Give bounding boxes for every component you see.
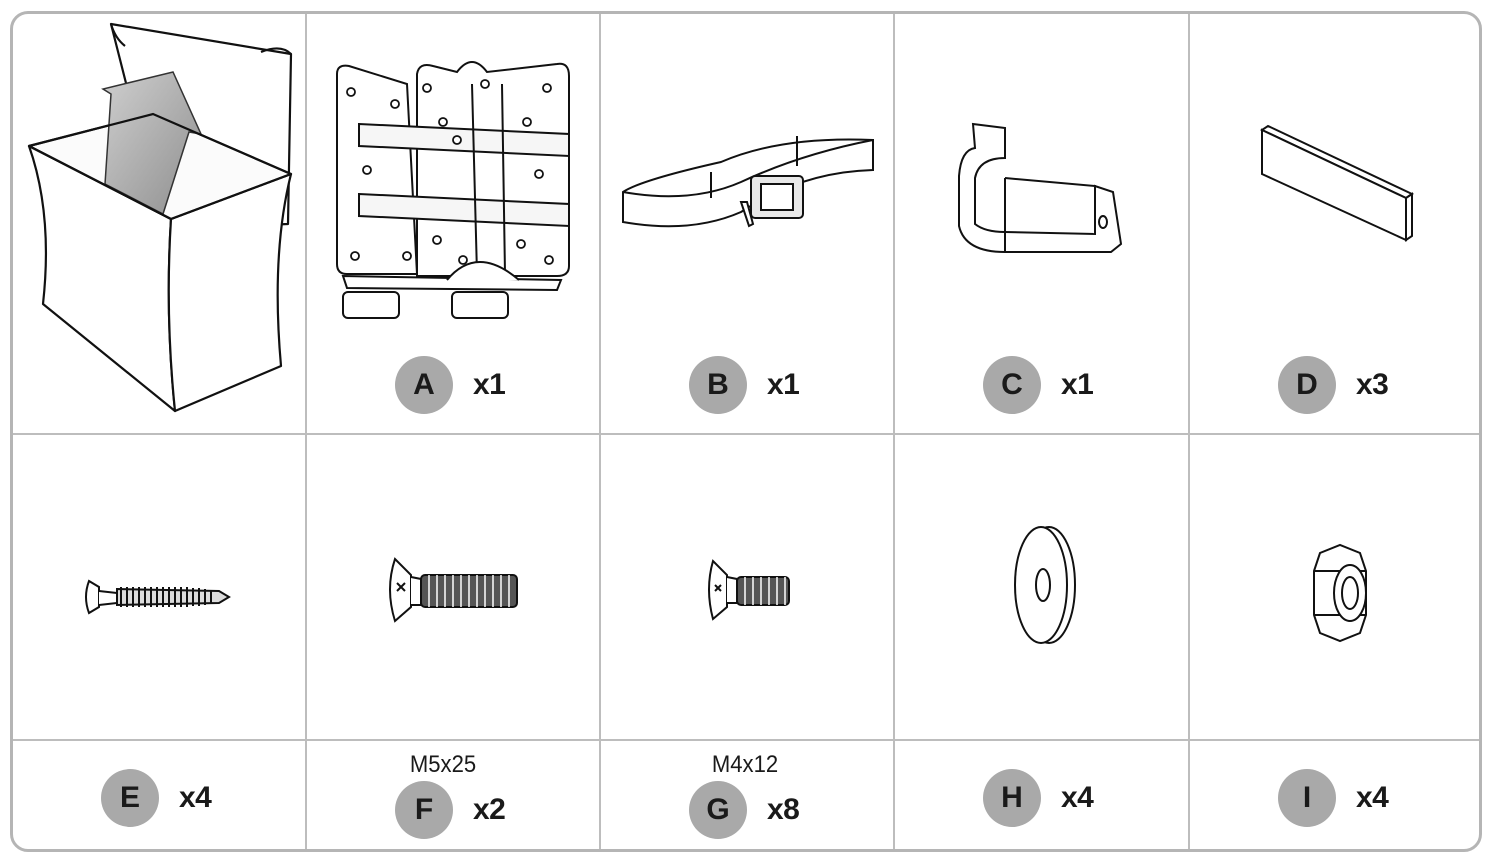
part-cell-c: C x1 xyxy=(895,14,1187,433)
part-letter-badge: D xyxy=(1278,356,1336,414)
grid-divider xyxy=(13,739,1479,741)
part-cell-f: M5x25 F x2 xyxy=(307,435,599,849)
part-cell-b: B x1 xyxy=(601,14,893,433)
part-quantity: x1 xyxy=(767,368,800,401)
part-letter-badge: H xyxy=(983,769,1041,827)
part-letter-badge: C xyxy=(983,356,1041,414)
grid-divider xyxy=(599,14,601,849)
grid-divider xyxy=(305,14,307,849)
part-letter-badge: I xyxy=(1278,769,1336,827)
part-label-g: G x8 xyxy=(689,781,800,839)
part-label-h: H x4 xyxy=(983,769,1094,827)
lock-nut-icon xyxy=(1313,543,1367,643)
part-quantity: x2 xyxy=(473,793,506,826)
vesa-mount-bracket-icon xyxy=(336,61,570,319)
short-machine-screw-icon xyxy=(708,559,790,621)
part-letter-badge: E xyxy=(101,769,159,827)
washer-icon xyxy=(1014,526,1076,644)
part-quantity: x4 xyxy=(179,781,212,814)
part-quantity: x1 xyxy=(473,368,506,401)
strap-with-buckle-icon xyxy=(622,136,874,228)
part-quantity: x3 xyxy=(1356,368,1389,401)
part-quantity: x8 xyxy=(767,793,800,826)
part-label-e: E x4 xyxy=(101,769,212,827)
part-cell-a: A x1 xyxy=(307,14,599,433)
part-label-a: A x1 xyxy=(395,356,506,414)
part-quantity: x4 xyxy=(1356,781,1389,814)
part-letter-badge: G xyxy=(689,781,747,839)
part-quantity: x1 xyxy=(1061,368,1094,401)
part-letter-badge: A xyxy=(395,356,453,414)
wood-screw-icon xyxy=(85,579,231,615)
unbox-cell xyxy=(13,14,305,433)
part-spec: M5x25 xyxy=(409,751,477,778)
part-cell-d: D x3 xyxy=(1190,14,1479,433)
part-letter-badge: B xyxy=(689,356,747,414)
part-quantity: x4 xyxy=(1061,781,1094,814)
part-label-b: B x1 xyxy=(689,356,800,414)
part-cell-e: E x4 xyxy=(13,435,305,849)
part-label-c: C x1 xyxy=(983,356,1094,414)
grid-divider xyxy=(13,433,1479,435)
part-cell-h: H x4 xyxy=(895,435,1187,849)
part-spec: M4x12 xyxy=(711,751,779,778)
parts-sheet: A x1 B x1 xyxy=(10,11,1482,852)
part-cell-i: I x4 xyxy=(1190,435,1479,849)
part-cell-g: M4x12 G x8 xyxy=(601,435,893,849)
part-label-i: I x4 xyxy=(1278,769,1389,827)
grid-divider xyxy=(1188,14,1190,849)
machine-screw-icon xyxy=(389,557,518,623)
open-box-icon xyxy=(27,22,293,413)
part-label-d: D x3 xyxy=(1278,356,1389,414)
pad-strip-icon xyxy=(1259,124,1415,242)
part-letter-badge: F xyxy=(395,781,453,839)
grid-divider xyxy=(893,14,895,849)
u-clamp-icon xyxy=(958,122,1123,253)
part-label-f: F x2 xyxy=(395,781,506,839)
